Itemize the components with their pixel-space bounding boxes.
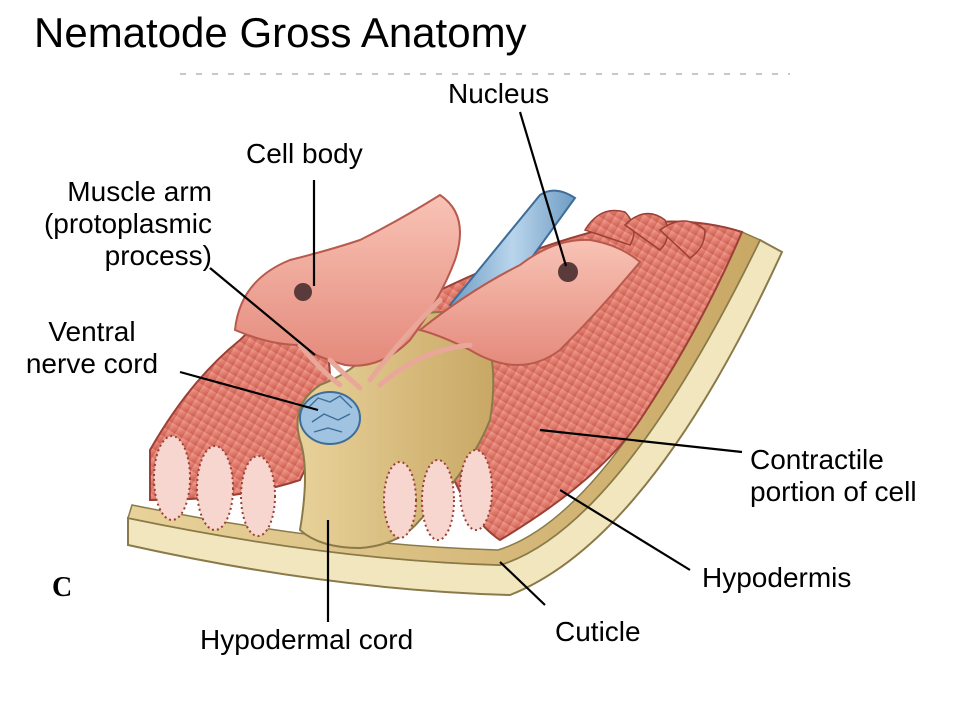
label-contractile-line-1: Contractile [750,444,884,475]
label-muscle-arm-line-3: process) [104,240,212,271]
label-muscle-arm: Muscle arm (protoplasmic process) [0,176,212,272]
hypodermis-layer [127,231,762,566]
leader-ventral-nerve-cord [179,370,319,412]
nucleus-right [558,262,578,282]
nucleus-left [294,283,312,301]
muscle-cell-body-right [417,238,642,366]
ventral-nerve-cord-shape [299,391,361,445]
page-title: Nematode Gross Anatomy [34,9,527,56]
leader-lines [179,111,743,622]
panel-letter: C [52,572,73,603]
label-cuticle: Cuticle [555,616,641,647]
label-ventral-line-2: nerve cord [25,348,159,379]
leader-contractile [539,428,743,454]
label-ventral-line-1: Ventral [48,316,136,347]
label-muscle-arm-line-1: Muscle arm [67,176,212,207]
front-muscle-cut-ends-left [153,435,276,537]
label-contractile-line-2: portion of cell [750,476,917,507]
label-contractile-portion: Contractile portion of cell [750,444,917,508]
dorsal-nerve-cord [448,189,577,317]
leader-hypodermis [559,489,691,571]
label-cell-body: Cell body [246,138,363,169]
leader-cuticle [499,561,546,606]
label-muscle-arm-line-2: (protoplasmic [43,208,212,239]
label-hypodermis: Hypodermis [702,562,852,593]
front-muscle-cut-ends-right [383,449,493,541]
label-nucleus: Nucleus [448,78,550,109]
leader-muscle-arm [209,267,316,356]
muscle-arm-processes [297,297,473,391]
label-hypodermal-cord: Hypodermal cord [200,624,414,655]
back-muscle-bumps [583,209,706,259]
label-ventral-nerve-cord: Ventral nerve cord [4,316,180,380]
leader-nucleus [518,111,568,267]
